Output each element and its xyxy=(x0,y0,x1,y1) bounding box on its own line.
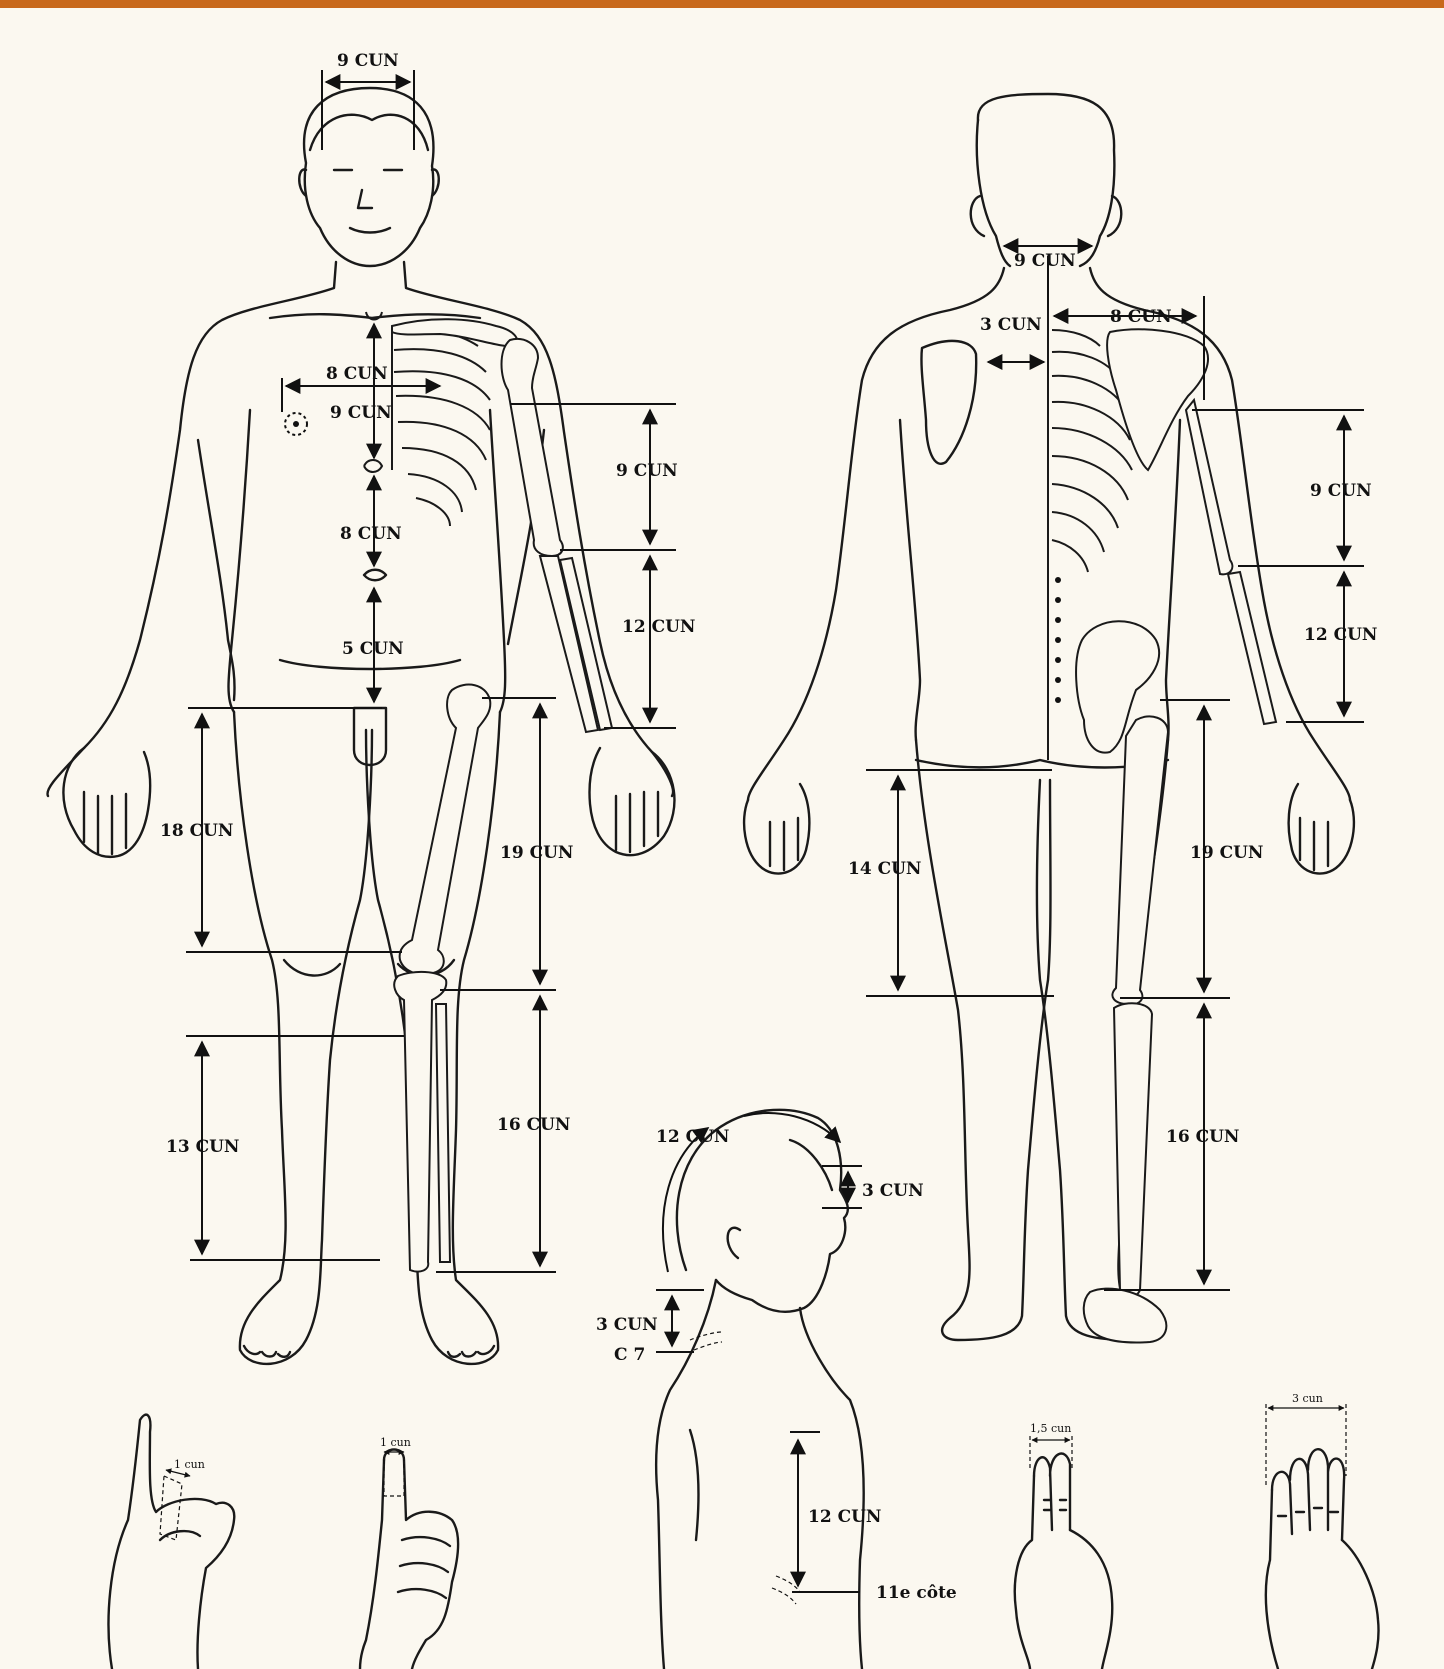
label-forehead: 3 CUN xyxy=(862,1181,924,1201)
side-labels: 12 CUN 3 CUN 3 CUN C 7 12 CUN 11e côte xyxy=(596,1127,957,1603)
label-head-arc: 12 CUN xyxy=(656,1127,729,1147)
label-hand-thumb: 1 cun xyxy=(380,1436,411,1449)
label-axilla-rib: 12 CUN xyxy=(808,1507,881,1527)
label-11th-rib: 11e côte xyxy=(876,1583,957,1603)
label-hip-knee: 14 CUN xyxy=(848,859,921,879)
label-back-lower-leg: 16 CUN xyxy=(1166,1127,1239,1147)
label-xiphoid-navel: 8 CUN xyxy=(340,524,402,544)
back-skeleton xyxy=(1048,310,1276,1342)
hand-middle-finger: 1 cun xyxy=(109,1415,235,1669)
label-c7: C 7 xyxy=(614,1345,645,1365)
label-back-outer-thigh: 19 CUN xyxy=(1190,843,1263,863)
label-front-forearm: 12 CUN xyxy=(622,617,695,637)
hand-four-fingers: 3 cun xyxy=(1266,1392,1379,1669)
label-mastoid-width: 9 CUN xyxy=(1014,251,1076,271)
label-head-width: 9 CUN xyxy=(337,51,399,71)
label-outer-thigh: 19 CUN xyxy=(500,843,573,863)
label-hand-four-fingers: 3 cun xyxy=(1292,1392,1323,1405)
label-acromion-spine: 8 CUN xyxy=(1110,307,1172,327)
label-front-upper-arm: 9 CUN xyxy=(616,461,678,481)
label-hand-middle-finger: 1 cun xyxy=(174,1458,205,1471)
label-navel-pubis: 5 CUN xyxy=(342,639,404,659)
label-inner-thigh: 18 CUN xyxy=(160,821,233,841)
hand-two-fingers: 1,5 cun xyxy=(1015,1422,1112,1669)
side-figure xyxy=(656,1110,864,1669)
label-neck: 3 CUN xyxy=(596,1315,658,1335)
label-inner-lower-leg: 13 CUN xyxy=(166,1137,239,1157)
label-back-upper-arm: 9 CUN xyxy=(1310,481,1372,501)
label-scapula-spine: 3 CUN xyxy=(980,315,1042,335)
label-outer-lower-leg: 16 CUN xyxy=(497,1115,570,1135)
label-sternum-xiphoid: 9 CUN xyxy=(330,403,392,423)
label-hand-two-fingers: 1,5 cun xyxy=(1030,1422,1071,1435)
hand-thumb: 1 cun xyxy=(360,1436,458,1669)
front-figure xyxy=(47,88,674,1364)
label-back-forearm: 12 CUN xyxy=(1304,625,1377,645)
label-chest-width: 8 CUN xyxy=(326,364,388,384)
